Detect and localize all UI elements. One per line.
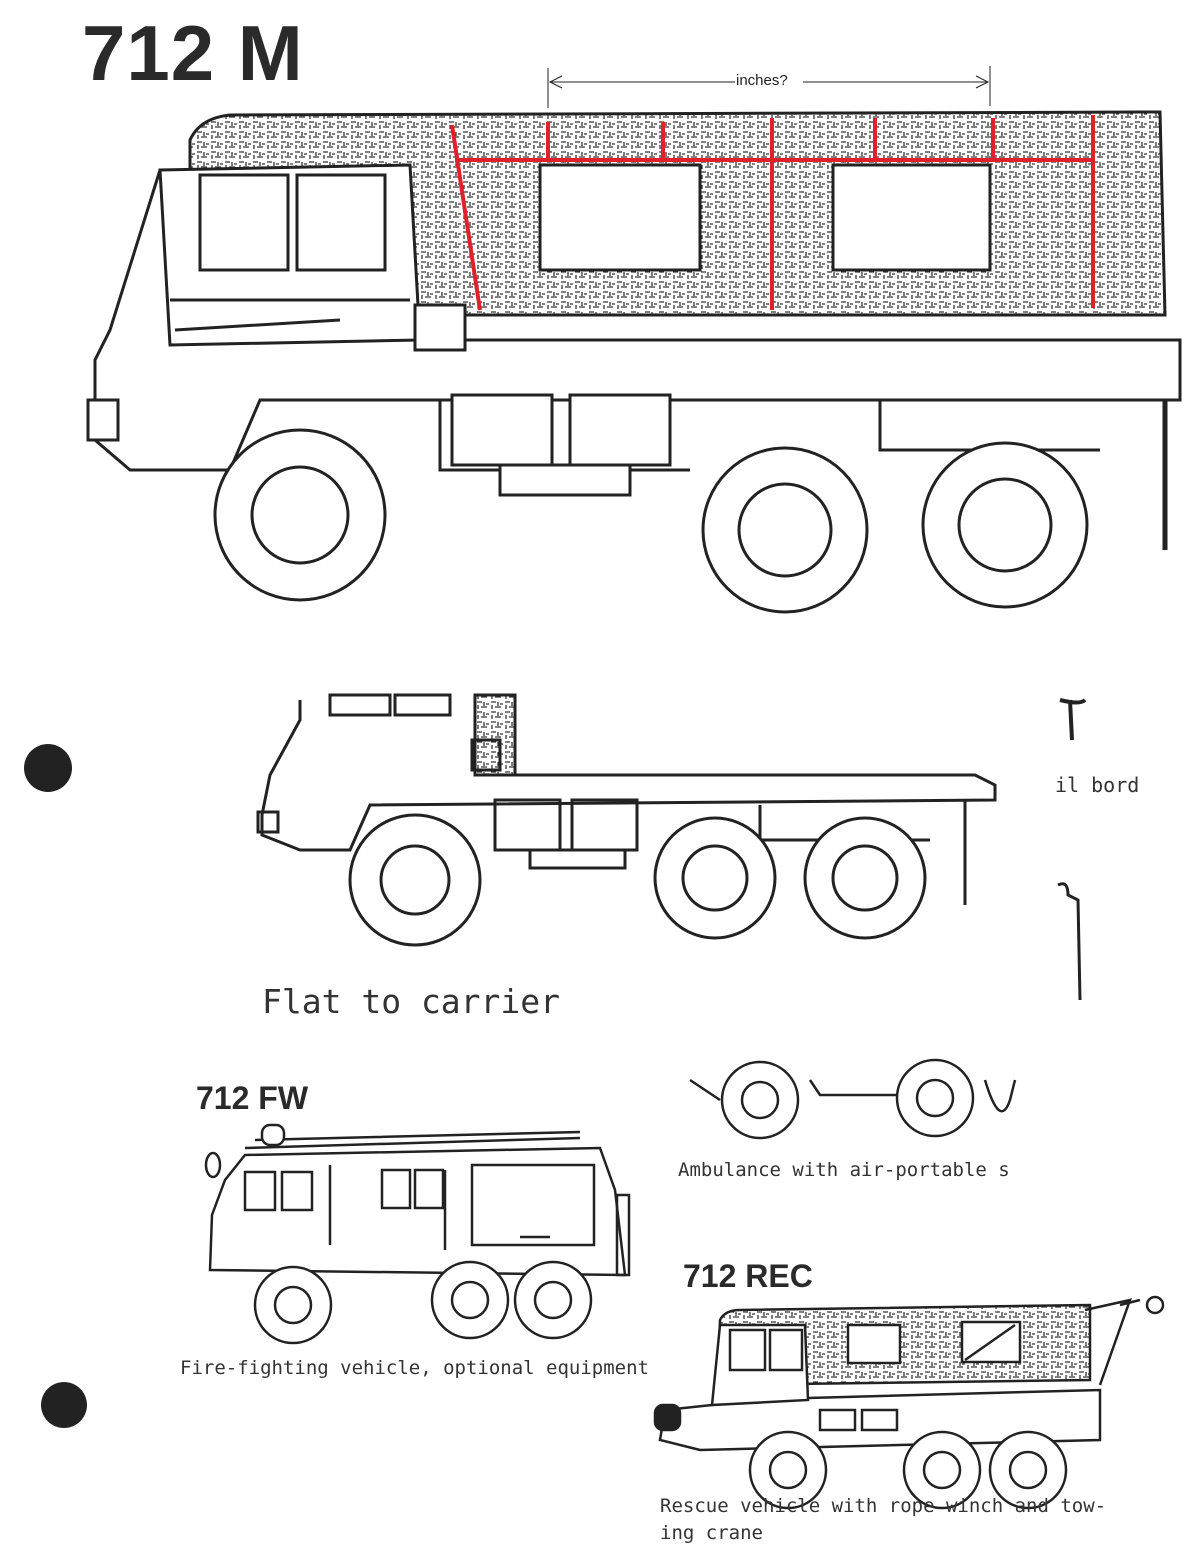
flat-carrier-caption: Flat to carrier <box>262 982 561 1021</box>
rec-caption-line1: Rescue vehicle with rope winch and tow- <box>660 1495 1107 1517</box>
rec-caption-line2: ing crane <box>660 1522 763 1544</box>
cut-caption: il bord <box>1055 773 1140 797</box>
fw-caption: Fire-fighting vehicle, optional equipmen… <box>180 1357 649 1379</box>
truck-712fw-drawing <box>204 1123 631 1345</box>
red-annotation-lines <box>450 115 1095 311</box>
truck-ambulance-drawing <box>689 1058 1017 1140</box>
main-title: 712 M <box>82 9 304 97</box>
ambulance-caption: Ambulance with air-portable s <box>678 1159 1010 1181</box>
truck-flat-carrier-drawing <box>256 693 1087 1001</box>
truck-712m-drawing <box>86 110 1182 614</box>
rec-title: 712 REC <box>683 1258 813 1294</box>
punch-hole <box>41 1382 87 1428</box>
dimension-line <box>547 66 991 108</box>
punch-hole <box>24 744 72 792</box>
dimension-label: inches? <box>736 72 788 89</box>
fw-title: 712 FW <box>196 1080 309 1116</box>
truck-712rec-drawing <box>653 1295 1165 1510</box>
